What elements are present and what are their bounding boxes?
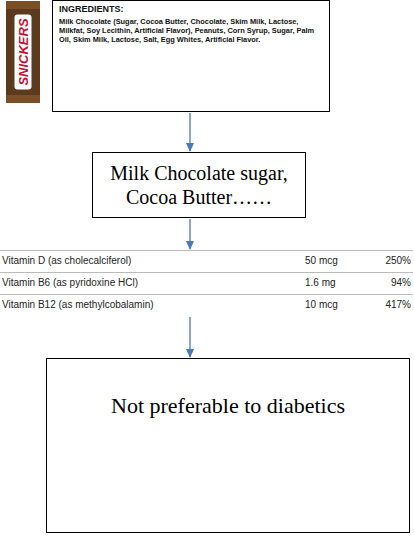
- ingredients-panel: INGREDIENTS: Milk Chocolate (Sugar, Cocoa…: [52, 0, 330, 112]
- table-cell: Vitamin D (as cholecalciferol): [0, 250, 303, 272]
- wrapper-edge: [6, 95, 40, 103]
- candy-wrapper: [6, 1, 40, 103]
- table-cell: Vitamin B12 (as methylcobalamin): [0, 294, 303, 316]
- table-cell: 250%: [365, 250, 413, 272]
- table-cell: 417%: [365, 294, 413, 316]
- flow-arrow: [189, 113, 190, 151]
- table-cell: 1.6 mg: [303, 272, 365, 294]
- flow-arrow: [189, 219, 190, 249]
- flow-arrow: [189, 317, 190, 357]
- table-cell: 50 mcg: [303, 250, 365, 272]
- process-box: Milk Chocolate sugar, Cocoa Butter……: [92, 152, 306, 218]
- node-text: Milk Chocolate (Sugar, Cocoa Butter, Cho…: [59, 17, 323, 44]
- node-text: INGREDIENTS:: [59, 4, 323, 14]
- node-text: Not preferable to diabetics: [47, 359, 409, 419]
- brand-label: SNICKERS: [15, 14, 32, 89]
- node-text: Milk Chocolate sugar, Cocoa Butter……: [93, 153, 305, 209]
- table-cell: 94%: [365, 272, 413, 294]
- table-cell: Vitamin B6 (as pyridoxine HCl): [0, 272, 303, 294]
- table-cell: 10 mcg: [303, 294, 365, 316]
- wrapper-edge: [6, 1, 40, 9]
- result-box: Not preferable to diabetics: [46, 358, 410, 533]
- vitamin-table: Vitamin D (as cholecalciferol)50 mcg250%…: [0, 250, 413, 316]
- wrapper-logo: SNICKERS: [9, 6, 37, 98]
